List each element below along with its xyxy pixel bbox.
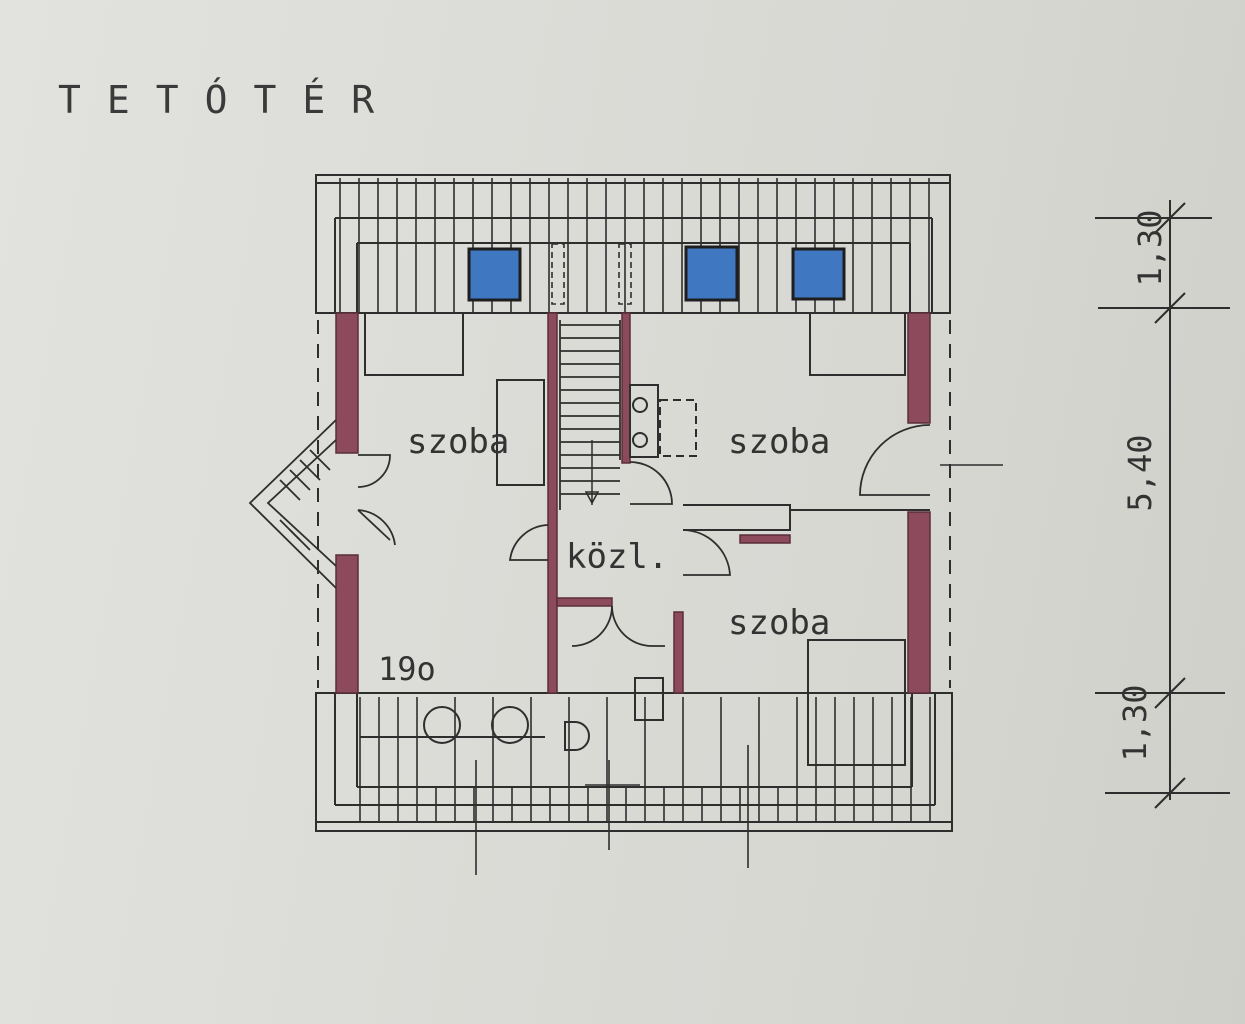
wall-right-lower	[907, 511, 931, 694]
door-right-room	[629, 461, 673, 505]
door-right-balcony	[859, 424, 931, 496]
wall-left-upper	[335, 312, 359, 454]
skylight-1	[467, 247, 522, 302]
skylight-2	[684, 245, 739, 302]
wall-stair-right	[621, 312, 631, 464]
bed-right-bottom	[807, 639, 906, 766]
door-left-upper	[357, 454, 391, 488]
rafters-bottom	[359, 697, 931, 822]
skylight-3	[791, 247, 846, 301]
doors	[357, 424, 931, 647]
skylights	[467, 245, 846, 302]
toilet-icon	[564, 721, 590, 751]
chimney	[629, 384, 659, 458]
dimension-top: 1,30	[1131, 209, 1169, 287]
page-title: TETÓTÉR	[58, 78, 401, 122]
desk-left	[496, 379, 545, 486]
room-label-right-top: szoba	[728, 422, 831, 462]
external-stair-left	[248, 419, 337, 589]
dimension-bottom: 1,30	[1116, 684, 1154, 762]
wall-hall-top	[739, 534, 791, 544]
room-label-hall: közl.	[566, 537, 669, 577]
door-hall-left	[508, 524, 549, 561]
room-label-left: szoba	[407, 422, 510, 462]
bed-left	[364, 312, 464, 376]
dimension-middle: 5,40	[1121, 434, 1159, 512]
bed-right-top	[809, 312, 906, 376]
wall-stair-left	[547, 312, 558, 694]
dimension-line	[1095, 200, 1230, 809]
stair-arrow-icon	[584, 491, 600, 505]
staircase	[559, 320, 621, 510]
door-left-lower	[357, 509, 396, 546]
door-bathroom	[571, 605, 665, 647]
walls	[335, 312, 931, 694]
wall-bath-right	[673, 611, 684, 694]
wall-left-lower	[335, 554, 359, 694]
sink-left-icon	[423, 706, 461, 744]
level-annotation: 19o	[378, 650, 436, 688]
door-hall-right	[682, 529, 731, 576]
wall-right-upper	[907, 312, 931, 424]
wardrobe	[659, 399, 697, 457]
shower-tray	[634, 677, 664, 721]
wall-bath-top	[556, 597, 613, 607]
room-label-right-bottom: szoba	[728, 603, 831, 643]
sink-right-icon	[491, 706, 529, 744]
